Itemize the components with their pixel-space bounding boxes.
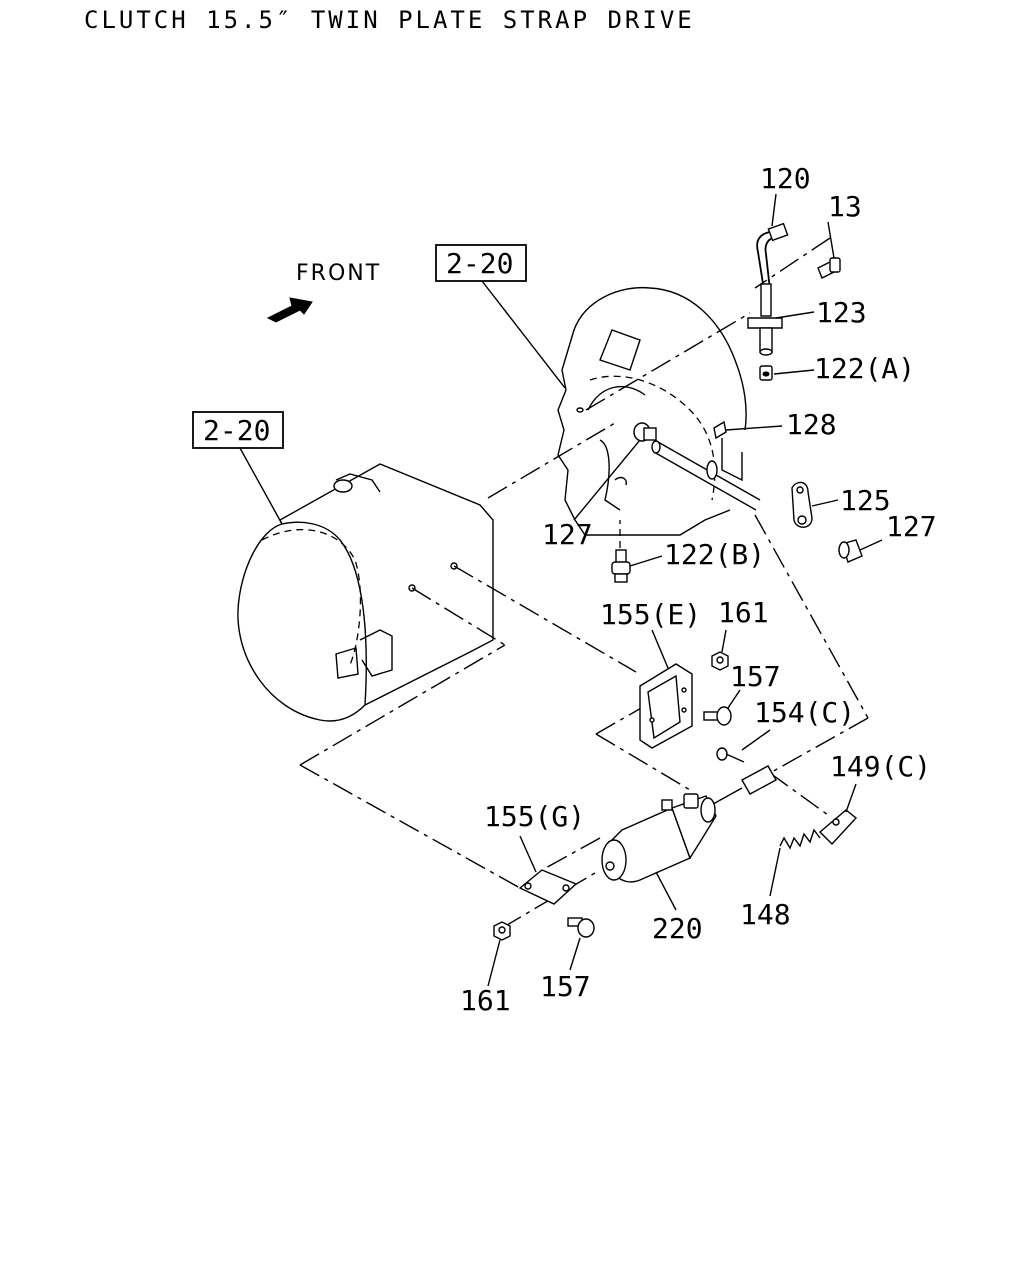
ref-box-upper: 2-20 (435, 244, 527, 282)
part-127-left-bolt (633, 422, 657, 442)
part-123-valve (747, 283, 783, 356)
label-part-157-bottom: 157 (540, 970, 591, 1003)
label-part-161-bottom: 161 (460, 984, 511, 1017)
part-220-clutch-booster (601, 793, 717, 883)
label-part-161-top: 161 (718, 596, 769, 629)
label-part-155g: 155(G) (484, 800, 585, 833)
part-154c-pin (716, 747, 745, 763)
front-label: FRONT (296, 261, 381, 286)
label-part-148: 148 (740, 898, 791, 931)
label-part-13: 13 (828, 190, 862, 223)
label-part-123: 123 (816, 296, 867, 329)
ref-box-lower: 2-20 (192, 411, 284, 449)
label-part-120: 120 (760, 162, 811, 195)
label-part-155e: 155(E) (600, 598, 701, 631)
label-part-128: 128 (786, 408, 837, 441)
ref-box-lower-label: 2-20 (203, 414, 270, 447)
part-155e-bracket (639, 663, 693, 749)
label-part-220: 220 (652, 912, 703, 945)
part-148-spring (779, 828, 821, 850)
label-part-157-top: 157 (730, 660, 781, 693)
ref-box-upper-label: 2-20 (446, 247, 513, 280)
part-161-nut-top (711, 651, 729, 671)
label-part-122a: 122(A) (814, 352, 915, 385)
label-part-127-right: 127 (886, 510, 937, 543)
label-part-127-left: 127 (542, 518, 593, 551)
part-128-key-and-shaft (651, 420, 761, 511)
part-157-bolt-bottom (567, 917, 595, 938)
label-part-125: 125 (840, 484, 891, 517)
transmission-housing (237, 463, 494, 722)
part-125-lever (791, 481, 813, 528)
front-arrow-icon (266, 297, 313, 323)
front-indicator: FRONT (266, 261, 381, 323)
part-155g-bracket (518, 869, 578, 905)
part-120-pipe (756, 222, 789, 291)
label-part-154c: 154(C) (754, 696, 855, 729)
part-157-bolt-top (703, 706, 732, 726)
part-122b-fitting (611, 549, 631, 583)
clutch-housing (557, 286, 747, 536)
part-161-nut-bottom (493, 921, 511, 941)
part-127-right-bolt (838, 539, 863, 563)
diagram-title: CLUTCH 15.5″ TWIN PLATE STRAP DRIVE (84, 6, 695, 34)
part-13-bolt (817, 257, 841, 279)
part-122a-fitting (759, 365, 773, 381)
label-part-122b: 122(B) (664, 538, 765, 571)
label-part-149c: 149(C) (830, 750, 931, 783)
